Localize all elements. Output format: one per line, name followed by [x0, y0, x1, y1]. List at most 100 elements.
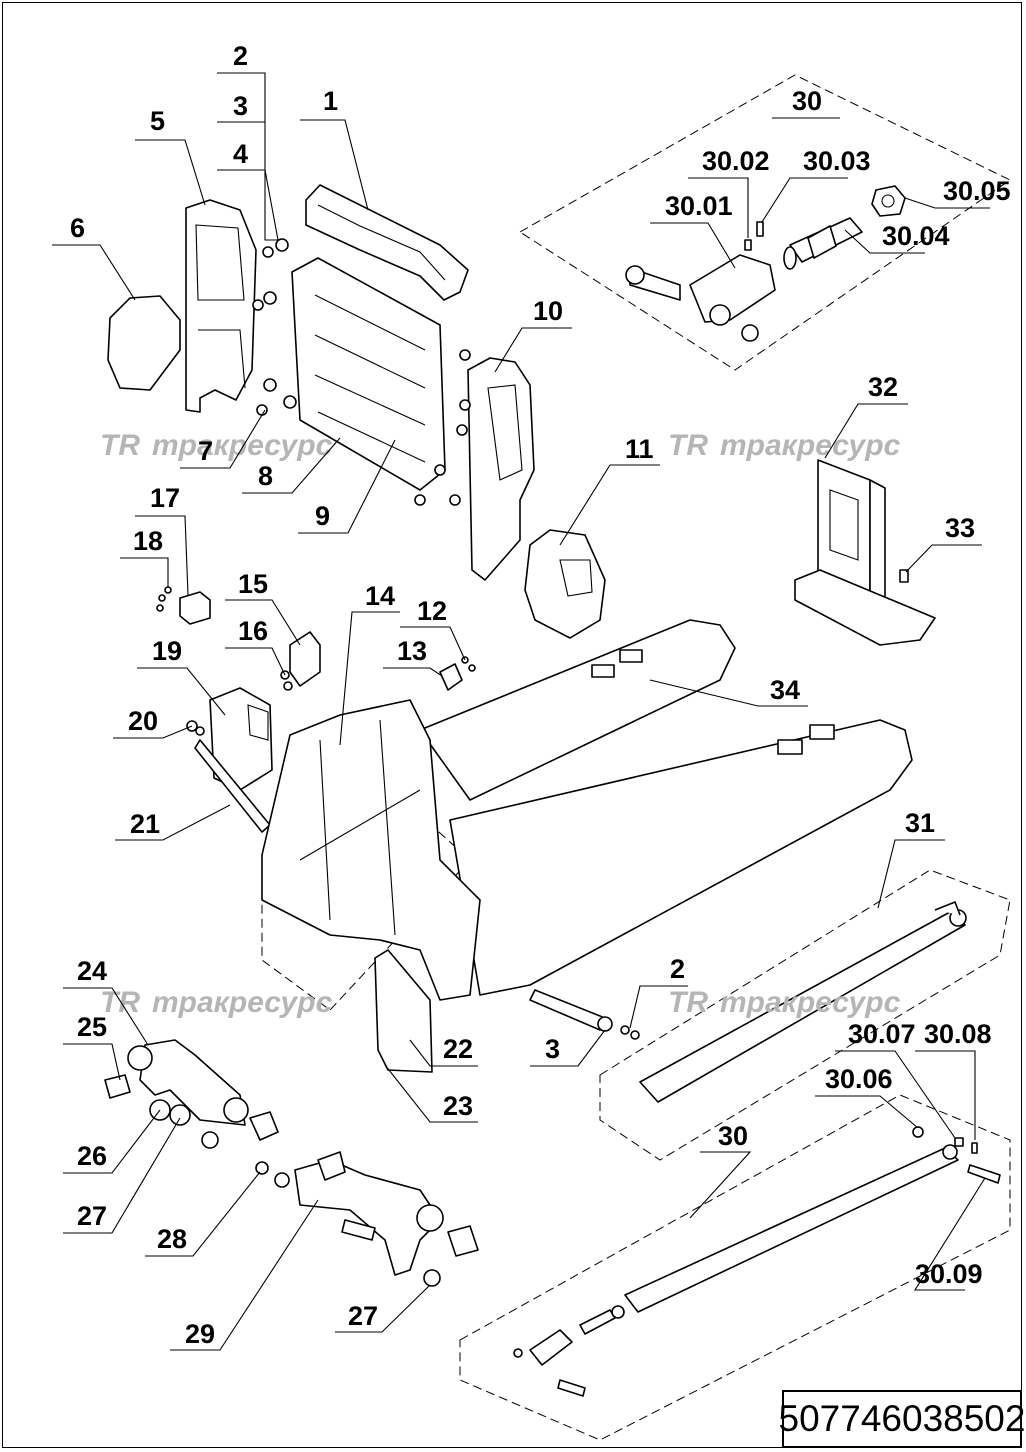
- part-13-plate: [439, 656, 476, 691]
- svg-text:14: 14: [365, 581, 395, 611]
- svg-text:6: 6: [70, 213, 85, 243]
- callout-30-01: 30.01: [650, 191, 736, 269]
- svg-text:23: 23: [443, 1091, 473, 1121]
- group-30-outline-top: [519, 74, 1011, 371]
- callout-8: 8: [242, 437, 341, 494]
- svg-text:12: 12: [417, 596, 447, 626]
- group-30-parts-top: [625, 185, 906, 342]
- watermark-1: TR трaкресурс: [100, 429, 333, 462]
- part-19-cover: [209, 687, 273, 791]
- svg-text:7: 7: [198, 436, 213, 466]
- part-24-axle-bracket: [104, 1039, 279, 1149]
- callout-30-06: 30.06: [815, 1064, 919, 1129]
- fasteners-left: [252, 238, 297, 416]
- callout-30-07: 30.07: [835, 1019, 956, 1139]
- callout-24: 24: [63, 956, 149, 1046]
- callout-30-top: 30: [772, 86, 840, 119]
- part-32-bracket: [794, 459, 936, 646]
- watermark-text: трaкресурс: [152, 986, 333, 1019]
- svg-text:2: 2: [233, 41, 248, 71]
- svg-text:3: 3: [233, 91, 248, 121]
- svg-text:30.01: 30.01: [665, 191, 733, 221]
- svg-text:19: 19: [152, 636, 182, 666]
- svg-text:16: 16: [238, 616, 268, 646]
- watermark-text: трaкресурс: [720, 986, 901, 1019]
- part-34-chassis: [261, 619, 913, 1001]
- callout-2-lower: 2: [629, 954, 688, 1029]
- svg-text:30.07: 30.07: [848, 1019, 916, 1049]
- svg-text:32: 32: [868, 372, 898, 402]
- callout-7: 7: [180, 409, 266, 469]
- watermark-logo: TR: [668, 429, 708, 462]
- callout-30-bottom: 30: [689, 1121, 752, 1219]
- watermark-2: TR трaкресурс: [668, 429, 901, 462]
- svg-text:21: 21: [130, 809, 160, 839]
- callout-17: 17: [135, 483, 189, 596]
- callout-25: 25: [63, 1012, 121, 1081]
- svg-text:1: 1: [323, 86, 338, 116]
- watermark-3: TR трaкресурс: [100, 986, 333, 1019]
- callout-20: 20: [113, 706, 193, 739]
- watermark-logo: TR: [668, 986, 708, 1019]
- callout-21: 21: [115, 804, 231, 841]
- svg-text:26: 26: [77, 1141, 107, 1171]
- part-31-rod: [639, 901, 967, 1103]
- callout-22: 22: [409, 1034, 478, 1067]
- part-1-top-cover: [305, 184, 469, 301]
- svg-text:9: 9: [315, 501, 330, 531]
- callout-18: 18: [120, 526, 169, 587]
- callout-31: 31: [877, 808, 945, 909]
- callout-27-right: 27: [335, 1284, 431, 1333]
- callout-19: 19: [137, 636, 226, 716]
- svg-text:30.02: 30.02: [702, 146, 770, 176]
- callout-14: 14: [339, 581, 400, 746]
- svg-text:30.06: 30.06: [825, 1064, 893, 1094]
- watermark-4: TR трaкресурс: [668, 986, 901, 1019]
- callout-30-05: 30.05: [904, 176, 1011, 209]
- part-11-right-cover: [524, 529, 606, 639]
- svg-text:30.08: 30.08: [924, 1019, 992, 1049]
- svg-text:30.09: 30.09: [915, 1259, 983, 1289]
- svg-text:30: 30: [718, 1121, 748, 1151]
- group-31-outline: [599, 869, 1011, 1161]
- svg-text:28: 28: [157, 1224, 187, 1254]
- svg-text:31: 31: [905, 808, 935, 838]
- svg-text:30: 30: [792, 86, 822, 116]
- watermark-text: трaкресурс: [152, 429, 333, 462]
- callout-6: 6: [52, 213, 136, 301]
- svg-text:10: 10: [533, 296, 563, 326]
- callout-16: 16: [225, 616, 286, 676]
- callout-15: 15: [225, 569, 301, 646]
- callout-30-03: 30.03: [761, 146, 871, 223]
- callout-28: 28: [145, 1171, 261, 1257]
- callout-3-lower: 3: [530, 1029, 606, 1067]
- svg-text:11: 11: [625, 434, 654, 464]
- callout-27-left: 27: [63, 1117, 181, 1234]
- fasteners-center: [414, 349, 471, 506]
- svg-text:17: 17: [150, 483, 180, 513]
- callout-30-04: 30.04: [844, 221, 950, 254]
- svg-text:24: 24: [77, 956, 107, 986]
- svg-text:13: 13: [397, 636, 427, 666]
- callout-26: 26: [63, 1109, 161, 1174]
- svg-text:33: 33: [945, 513, 975, 543]
- callout-34: 34: [649, 675, 808, 707]
- svg-text:8: 8: [258, 461, 273, 491]
- svg-text:25: 25: [77, 1012, 107, 1042]
- svg-text:5: 5: [150, 106, 165, 136]
- callout-32: 32: [824, 372, 908, 459]
- part-15-plate: [280, 631, 321, 691]
- svg-text:2: 2: [670, 954, 685, 984]
- svg-text:34: 34: [770, 675, 800, 705]
- svg-text:15: 15: [238, 569, 268, 599]
- watermark-logo: TR: [100, 429, 140, 462]
- svg-text:18: 18: [133, 526, 163, 556]
- svg-text:3: 3: [545, 1034, 560, 1064]
- svg-text:27: 27: [348, 1301, 378, 1331]
- callout-23: 23: [384, 1064, 478, 1123]
- watermark-text: трaкресурс: [720, 429, 901, 462]
- svg-text:4: 4: [233, 139, 248, 169]
- callout-29: 29: [170, 1199, 319, 1351]
- part-17-block: [156, 586, 211, 625]
